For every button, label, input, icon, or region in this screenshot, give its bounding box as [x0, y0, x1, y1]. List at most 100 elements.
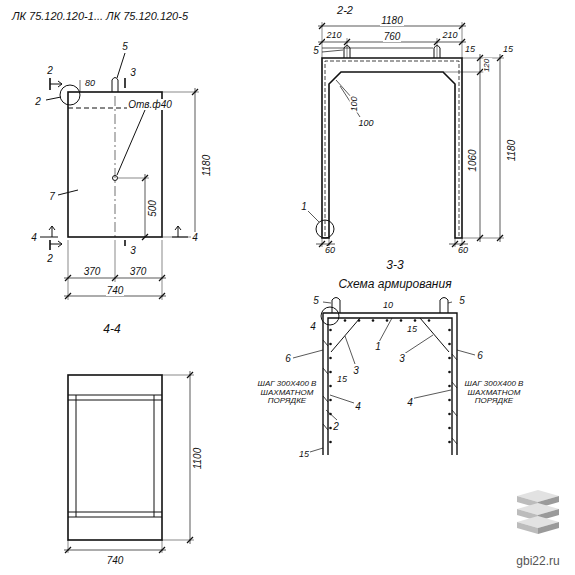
- drawing-stroke: [68, 395, 162, 396]
- drawing-stroke: [448, 343, 451, 346]
- drawing-stroke: [293, 350, 323, 358]
- drawing-stroke: [477, 55, 483, 61]
- drawing-stroke: [329, 399, 332, 402]
- drawing-stroke: [187, 537, 193, 543]
- drawing-stroke: [112, 275, 118, 281]
- drawing-stroke: [316, 220, 334, 238]
- drawing-stroke: [322, 238, 323, 247]
- drawing-stroke: [64, 296, 166, 297]
- drawing-stroke: [318, 42, 466, 43]
- drawing-label: 1: [374, 341, 382, 352]
- drawing-stroke: [310, 448, 323, 452]
- drawing-stroke: [329, 329, 332, 332]
- drawing-label: 4: [309, 321, 317, 332]
- drawing-stroke: [68, 512, 162, 513]
- drawing-stroke: [452, 438, 457, 444]
- drawing-stroke: [322, 50, 343, 52]
- drawing-stroke: [323, 340, 328, 346]
- drawing-stroke: [358, 319, 361, 322]
- drawing-stroke: [329, 413, 332, 416]
- drawing-label: 15: [464, 45, 476, 55]
- drawing-stroke: [448, 427, 451, 430]
- drawing-label: 15: [298, 450, 310, 460]
- drawing-stroke: [58, 190, 78, 195]
- drawing-stroke: [404, 335, 433, 354]
- drawing-label: 60: [324, 246, 336, 256]
- drawing-stroke: [414, 319, 417, 322]
- drawing-stroke: [65, 275, 71, 281]
- drawing-label: 1: [300, 201, 308, 212]
- drawing-stroke: [477, 235, 483, 241]
- drawing-stroke: [448, 385, 451, 388]
- drawing-stroke: [448, 441, 451, 444]
- drawing-label: 3-3: [385, 259, 404, 272]
- drawing-stroke: [420, 318, 449, 352]
- drawing-stroke: [448, 371, 451, 374]
- drawing-stroke: [46, 97, 61, 100]
- drawing-label: 1180: [201, 153, 212, 177]
- drawing-stroke: [322, 22, 323, 58]
- drawing-label: 210: [441, 31, 458, 41]
- drawing-stroke: [452, 382, 457, 388]
- drawing-stroke: [455, 238, 456, 247]
- drawing-stroke: [117, 53, 125, 78]
- tie-bars: [323, 340, 457, 444]
- drawing-stroke: [449, 244, 468, 245]
- drawing-stroke: [345, 336, 355, 364]
- drawing-stroke: [65, 293, 71, 299]
- drawing-label: 370: [83, 266, 102, 277]
- drawing-stroke: [50, 81, 62, 87]
- drawing-label: 6: [476, 350, 484, 361]
- drawing-stroke: [316, 244, 335, 245]
- drawing-stroke: [154, 395, 155, 517]
- drawing-stroke: [159, 293, 165, 299]
- drawing-label: 4: [191, 232, 199, 243]
- drawing-label: 1060: [467, 148, 478, 172]
- drawing-stroke: [321, 307, 339, 325]
- drawing-stroke: [124, 78, 126, 88]
- drawing-label: 3: [129, 245, 137, 256]
- drawing-stroke: [500, 54, 501, 242]
- drawing-label: 3: [129, 67, 137, 78]
- reinforcement-scheme: [293, 298, 475, 456]
- drawing-stroke: [443, 72, 484, 73]
- drawing-stroke: [428, 319, 431, 322]
- drawing-stroke: [124, 240, 126, 246]
- drawing-stroke: [80, 80, 81, 92]
- drawing-stroke: [332, 298, 340, 314]
- drawing-stroke: [76, 395, 77, 517]
- drawing-stroke: [328, 318, 452, 455]
- drawing-label: Отв.ф40: [127, 99, 173, 110]
- drawing-stroke: [308, 211, 319, 222]
- drawing-label: 760: [383, 31, 402, 42]
- drawing-stroke: [329, 385, 332, 388]
- front-view: [40, 53, 188, 250]
- drawing-label: 120: [484, 57, 493, 72]
- drawing-stroke: [459, 23, 465, 29]
- drawing-label: 740: [106, 555, 125, 566]
- drawing-stroke: [372, 319, 375, 322]
- drawing-stroke: [344, 319, 347, 322]
- drawing-label: 5: [312, 45, 320, 56]
- drawing-stroke: [145, 174, 146, 237]
- logo-icon: [517, 490, 559, 534]
- drawing-label: 4: [354, 401, 362, 412]
- drawing-label: 210: [325, 31, 342, 41]
- drawing-stroke: [448, 302, 452, 303]
- drawing-stroke: [329, 441, 332, 444]
- drawing-stroke: [60, 85, 80, 105]
- drawing-label: 3: [352, 365, 360, 376]
- drawing-stroke: [115, 240, 116, 282]
- drawing-stroke: [538, 522, 559, 534]
- drawing-label: 2: [34, 96, 42, 107]
- drawing-stroke: [517, 522, 538, 534]
- drawing-stroke: [400, 319, 403, 322]
- drawing-label: 2: [332, 421, 340, 432]
- drawing-stroke: [68, 400, 162, 401]
- drawing-label: 4: [30, 232, 38, 243]
- watermark: gbi22.ru: [515, 555, 560, 568]
- drawing-stroke: [142, 234, 148, 240]
- drawing-label: 6: [284, 353, 292, 364]
- drawing-stroke: [64, 550, 166, 551]
